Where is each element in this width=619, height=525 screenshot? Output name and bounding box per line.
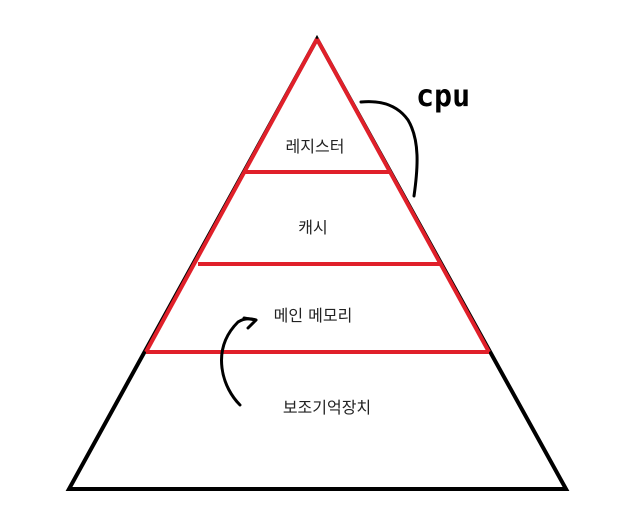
main-memory-arrow-head <box>242 316 258 330</box>
tier-label-secondary-storage: 보조기억장치 <box>283 398 371 417</box>
cpu-bracket <box>359 100 419 198</box>
tier-label-registers: 레지스터 <box>286 137 345 156</box>
highlight-left-edge <box>144 38 319 353</box>
main-memory-arrow <box>220 317 258 407</box>
tier-label-cache: 캐시 <box>298 218 327 237</box>
cpu-annotation-label: cpu <box>416 79 470 114</box>
tier-label-main-memory: 메인 메모리 <box>274 306 353 325</box>
highlight-right-edge <box>315 38 491 353</box>
